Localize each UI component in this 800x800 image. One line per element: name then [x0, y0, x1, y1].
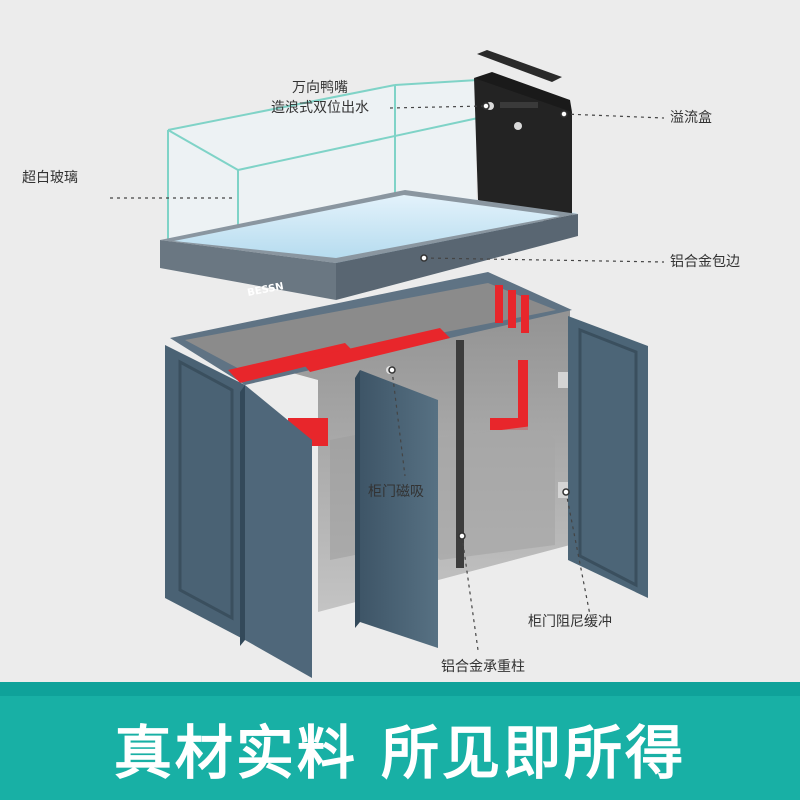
edge-trim [160, 190, 578, 300]
aquarium-cabinet-drawing: BESSN [110, 50, 665, 678]
cabinet [165, 272, 648, 678]
cabinet-left-side [165, 345, 245, 640]
callout-pillar: 铝合金承重柱 [441, 659, 525, 675]
left-door [240, 385, 312, 678]
center-door [355, 370, 438, 648]
slogan-banner-inner: 真材实料 所见即所得 [0, 696, 800, 800]
leader-lines [110, 105, 665, 651]
callout-damper: 柜门阻尼缓冲 [528, 614, 612, 630]
callout-nozzle-line2: 造浪式双位出水 [271, 100, 369, 116]
tank-lid [477, 50, 562, 82]
callout-nozzle-line1: 万向鸭嘴 [292, 80, 348, 96]
right-door [558, 316, 648, 598]
red-plumbing [228, 285, 529, 446]
callout-nozzle: 万向鸭嘴 造浪式双位出水 [255, 78, 385, 118]
leader-dots [388, 102, 570, 540]
damper-hinge-top [558, 372, 568, 388]
aquarium-tank: BESSN [160, 50, 578, 300]
duckbill-nozzle-2 [514, 122, 522, 130]
callout-overflow-box: 溢流盒 [670, 110, 712, 126]
aluminum-pillar [456, 340, 464, 568]
callout-edge-trim: 铝合金包边 [670, 254, 740, 270]
callout-glass: 超白玻璃 [22, 170, 78, 186]
overflow-box [474, 72, 572, 224]
slogan-text: 真材实料 所见即所得 [113, 719, 687, 787]
callout-magnetic-door: 柜门磁吸 [368, 484, 424, 500]
slogan-banner: 真材实料 所见即所得 [0, 682, 800, 800]
